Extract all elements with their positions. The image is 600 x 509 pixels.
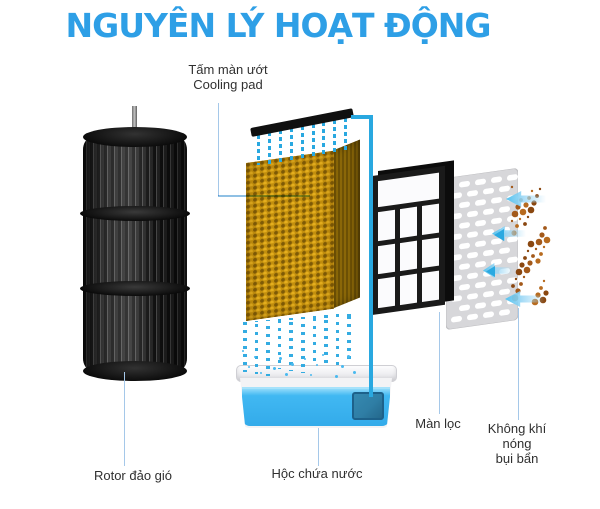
water-droplet-icon [316, 364, 318, 366]
water-distributor-bar [250, 108, 354, 137]
water-stream-icon [312, 316, 317, 366]
water-droplet-icon [347, 355, 350, 358]
filter-cell [378, 277, 395, 309]
leader-filter [439, 312, 440, 414]
leader-rotor [124, 372, 125, 466]
filter-cell [400, 206, 417, 238]
water-droplet-icon [242, 350, 244, 352]
water-droplet-icon [260, 372, 262, 374]
leader-hot-air [518, 308, 519, 420]
leader-cooling-pad-horizontal [218, 195, 310, 197]
water-stream-icon [301, 317, 305, 373]
label-hot-air: Không khí nóng bụi bẩn [467, 421, 567, 466]
rotor-cap-top [83, 127, 187, 147]
water-stream-icon [324, 315, 328, 368]
water-droplet-icon [310, 374, 312, 376]
water-stream-icon [266, 320, 270, 376]
cooling-pad-side [334, 139, 360, 308]
water-pipe-horizontal [351, 115, 372, 119]
water-stream-icon [254, 321, 259, 374]
rotor-band [80, 206, 190, 221]
water-stream-icon [289, 124, 293, 161]
cooling-pad-front [246, 150, 334, 321]
water-droplet-icon [279, 357, 282, 360]
page-title: NGUYÊN LÝ HOẠT ĐỘNG [65, 6, 492, 45]
filter-cell [378, 243, 395, 275]
perforated-panel [446, 168, 518, 330]
rotor-cap-bottom [83, 361, 187, 381]
label-filter: Màn lọc [415, 416, 461, 431]
water-droplet-icon [254, 356, 256, 358]
water-stream-icon [311, 120, 315, 158]
rotor-shaft [132, 106, 137, 132]
filter-cell [422, 237, 439, 269]
water-droplet-icon [322, 354, 324, 356]
water-stream-icon [278, 126, 282, 163]
label-hot-air-line2: nóng [502, 436, 532, 451]
water-stream-icon [322, 117, 326, 156]
filter-cell [378, 209, 395, 241]
water-pump [352, 392, 384, 420]
filter-cell [400, 274, 417, 306]
filter-cell [422, 203, 439, 235]
water-droplet-icon [335, 375, 338, 378]
water-stream-icon [289, 318, 293, 371]
filter-cell [378, 172, 439, 208]
filter-frame [372, 165, 445, 315]
filter-cell [400, 240, 417, 272]
label-water-tank: Hộc chứa nước [271, 466, 363, 481]
water-droplet-icon [353, 371, 356, 374]
label-cooling-pad-en: Cooling pad [193, 77, 263, 92]
water-stream-icon [277, 319, 282, 369]
label-cooling-pad-vi: Tấm màn ướt [188, 62, 268, 77]
leader-cooling-pad-vertical [218, 103, 219, 196]
label-rotor: Rotor đảo gió [93, 468, 173, 483]
water-pipe-vertical [369, 115, 373, 397]
water-droplet-icon [341, 365, 344, 368]
label-hot-air-line3: bụi bẩn [495, 451, 539, 466]
water-droplet-icon [285, 373, 288, 376]
filter-cell [422, 270, 439, 302]
label-hot-air-line1: Không khí [487, 421, 547, 436]
leader-water-tank [318, 428, 319, 466]
water-droplet-icon [304, 358, 306, 360]
water-droplet-icon [248, 366, 250, 368]
dust-particles-icon [510, 185, 551, 306]
water-stream-icon [347, 313, 351, 363]
water-stream-icon [300, 122, 304, 159]
water-stream-icon [243, 322, 247, 372]
label-cooling-pad: Tấm màn ướt Cooling pad [148, 62, 308, 92]
tank-water [242, 387, 390, 426]
water-droplet-icon [291, 363, 294, 366]
rotor-band [80, 281, 190, 296]
water-droplet-icon [273, 367, 276, 370]
rotor-body [83, 138, 187, 370]
water-stream-icon [335, 314, 340, 370]
